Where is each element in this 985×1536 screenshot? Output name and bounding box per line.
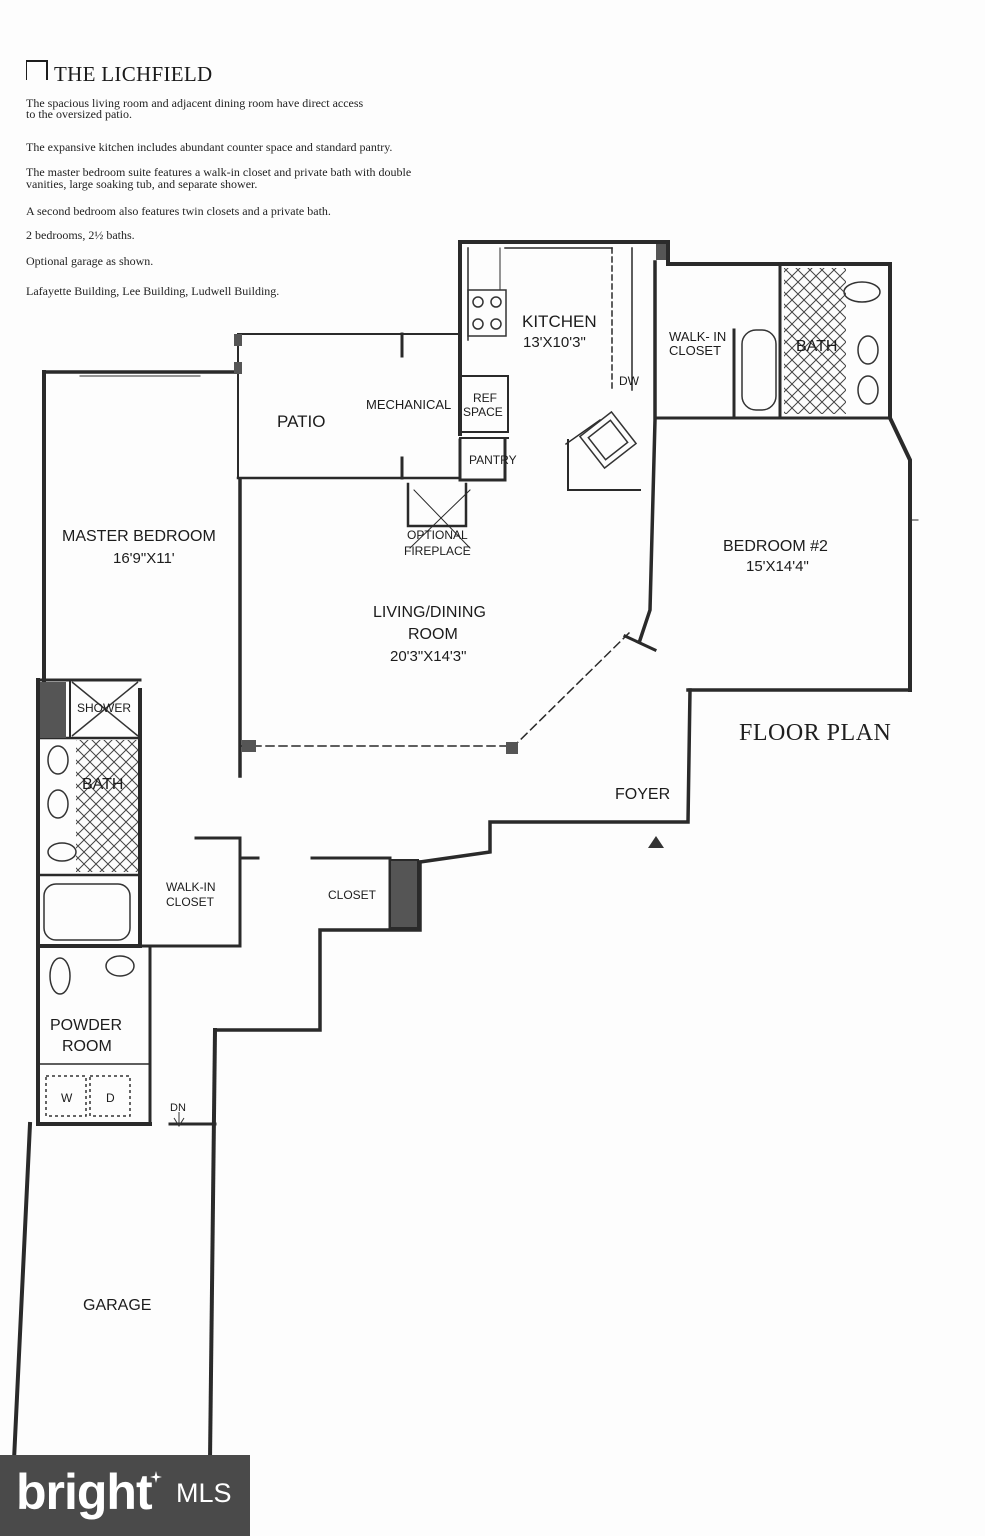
room-dim-master-bedroom: 16'9"X11'	[113, 550, 175, 567]
patio-post	[234, 334, 242, 346]
fixtures	[43, 281, 881, 1117]
kitchen-column	[656, 244, 666, 260]
room-label-walkin-closet-master: WALK-IN	[166, 880, 216, 894]
room-label-fireplace: OPTIONAL	[407, 528, 468, 542]
room-label-bath-2: BATH	[796, 338, 837, 355]
living-column	[506, 742, 518, 754]
room-dim-living-dining: 20'3"X14'3"	[390, 648, 466, 665]
master-shower-wall	[40, 682, 66, 738]
walls	[11, 240, 919, 1463]
room-label-dishwasher: DW	[619, 374, 640, 388]
property-title: THE LICHFIELD	[54, 62, 213, 86]
room-label-closet: CLOSET	[328, 888, 377, 902]
watermark-brand: bright	[16, 1464, 153, 1520]
room-label-pantry: PANTRY	[469, 453, 517, 467]
room-label-living-dining: ROOM	[408, 626, 458, 643]
watermark-mls: MLS	[176, 1478, 232, 1508]
room-label-kitchen: KITCHEN	[522, 312, 597, 331]
room-label-living-dining: LIVING/DINING	[373, 604, 486, 621]
room-label-washer: W	[61, 1091, 73, 1105]
room-label-down-stairs: DN	[170, 1102, 186, 1114]
master-bath-tile-floor	[76, 740, 138, 872]
room-label-fireplace: FIREPLACE	[404, 544, 471, 558]
room-label-walkin-closet-2: CLOSET	[669, 343, 721, 358]
room-label-powder-room: ROOM	[62, 1038, 112, 1055]
sparkle-icon	[150, 1471, 162, 1483]
room-dim-kitchen: 13'X10'3"	[523, 334, 586, 351]
bath-2-tile-floor	[784, 268, 846, 414]
patio-post	[234, 362, 242, 374]
bright-mls-watermark: bright MLS	[0, 1455, 250, 1536]
room-labels: KITCHEN 13'X10'3" WALK- IN CLOSET BATH D…	[50, 312, 837, 1314]
floor-plan-heading: FLOOR PLAN	[739, 720, 892, 746]
description-line: The expansive kitchen includes abundant …	[26, 140, 393, 154]
room-label-powder-room: POWDER	[50, 1017, 122, 1034]
room-label-ref-space: SPACE	[463, 405, 503, 419]
room-dim-bedroom-2: 15'X14'4"	[746, 558, 809, 575]
description-line: 2 bedrooms, 2½ baths.	[26, 228, 135, 242]
room-label-patio: PATIO	[277, 412, 326, 431]
title-checkbox-mark	[26, 60, 48, 80]
room-label-master-bath: BATH	[82, 776, 123, 793]
room-label-shower: SHOWER	[77, 701, 131, 715]
entry-arrow-icon	[648, 836, 664, 848]
description-line: to the oversized patio.	[26, 107, 132, 121]
room-label-bedroom-2: BEDROOM #2	[723, 538, 828, 555]
room-label-mechanical: MECHANICAL	[366, 397, 451, 412]
room-label-ref-space: REF	[473, 391, 497, 405]
description-line: Lafayette Building, Lee Building, Ludwel…	[26, 284, 280, 298]
room-label-garage: GARAGE	[83, 1297, 151, 1314]
living-column	[242, 740, 256, 752]
description-line: The master bedroom suite features a walk…	[26, 165, 412, 179]
room-label-dryer: D	[106, 1091, 115, 1105]
description-line: vanities, large soaking tub, and separat…	[26, 177, 258, 191]
room-label-walkin-closet-master: CLOSET	[166, 895, 215, 909]
room-label-master-bedroom: MASTER BEDROOM	[62, 528, 216, 545]
room-label-foyer: FOYER	[615, 786, 670, 803]
room-label-walkin-closet-2: WALK- IN	[669, 329, 726, 344]
description-line: A second bedroom also features twin clos…	[26, 204, 331, 218]
description-line: Optional garage as shown.	[26, 254, 154, 268]
description-line: The spacious living room and adjacent di…	[26, 96, 364, 110]
